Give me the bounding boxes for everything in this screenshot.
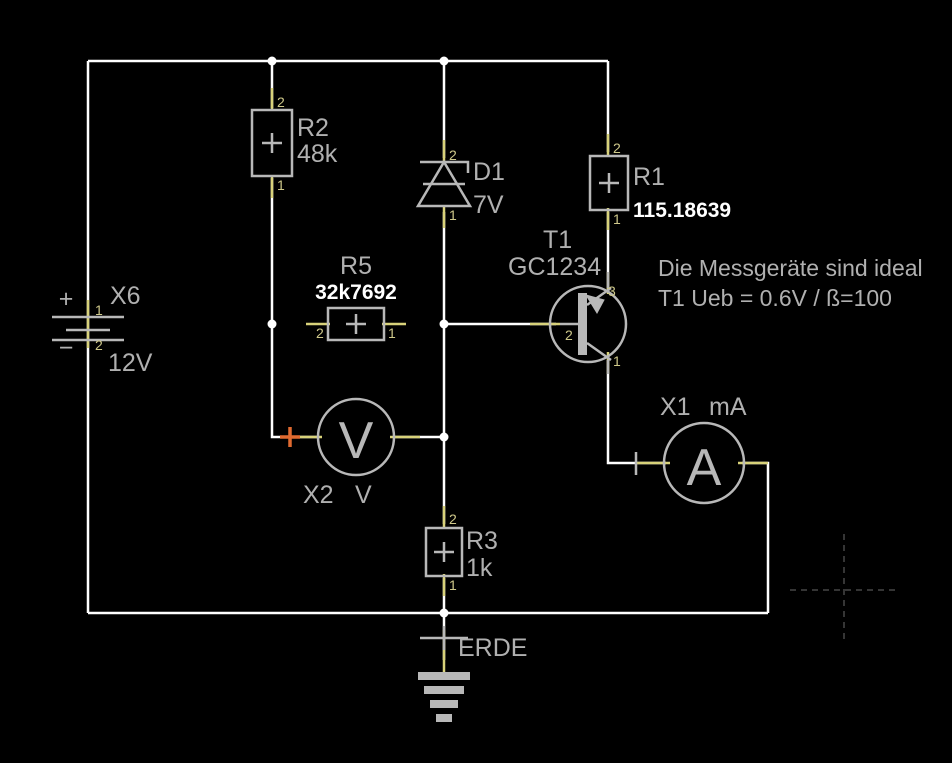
junction-dot — [439, 432, 449, 442]
junction-dot — [439, 319, 449, 329]
resistor-body[interactable] — [588, 154, 630, 212]
component-ref-r5: R5 — [340, 252, 372, 280]
component-earth-ground[interactable]: ERDE — [418, 626, 527, 722]
component-ref-d1: D1 — [473, 158, 505, 186]
component-r3-resistor[interactable]: 2 1 R3 1k — [424, 511, 498, 593]
pin-number: 2 — [277, 94, 285, 110]
component-x1-ammeter[interactable]: A X1 mA — [634, 393, 747, 505]
pin-number: 1 — [613, 211, 621, 227]
component-unit-x1: mA — [709, 393, 747, 421]
ground-bar-1 — [418, 672, 470, 680]
transistor-arrow — [584, 294, 605, 315]
component-ref-x1: X1 — [660, 393, 691, 421]
junction-dots — [267, 56, 449, 618]
ground-bar-3 — [430, 700, 458, 708]
component-value-t1: GC1234 — [508, 253, 601, 281]
pin-number: 2 — [613, 140, 621, 156]
ground-bar-4 — [436, 714, 452, 722]
component-t1-transistor[interactable]: 3 2 1 T1 GC1234 — [508, 226, 628, 374]
component-r1-resistor[interactable]: 2 1 R1 115.18639 — [588, 140, 731, 227]
component-value-r2: 48k — [297, 140, 338, 168]
wire-emitter-to-ammeter[interactable] — [606, 360, 666, 465]
annotation-line-1: Die Messgeräte sind ideal — [658, 255, 923, 281]
resistor-body[interactable] — [424, 526, 464, 578]
resistor-body[interactable] — [326, 306, 386, 342]
annotation-block[interactable]: Die Messgeräte sind ideal T1 Ueb = 0.6V … — [658, 255, 923, 311]
component-x2-voltmeter[interactable]: V X2 V — [280, 397, 396, 509]
component-ref-t1: T1 — [543, 226, 572, 254]
pin-number: 2 — [316, 325, 324, 341]
pin-number: 1 — [613, 353, 621, 369]
component-ref-x6: X6 — [110, 282, 141, 310]
pin-number: 2 — [565, 327, 573, 343]
component-value-d1: 7V — [473, 191, 504, 219]
component-value-r5[interactable]: 32k7692 — [315, 281, 397, 304]
ammeter-glyph: A — [687, 439, 722, 497]
component-ref-r2: R2 — [297, 114, 329, 142]
component-ref-r1: R1 — [633, 163, 665, 191]
ammeter-circle[interactable] — [662, 421, 746, 505]
ground-bar-2 — [424, 686, 464, 694]
component-ref-x2: X2 — [303, 481, 334, 509]
pin-number: 2 — [95, 337, 103, 353]
transistor-base-bar — [578, 293, 587, 355]
crosshair-cursor-icon — [790, 534, 898, 644]
component-x6-battery[interactable]: + − 1 2 X6 12V — [52, 282, 153, 377]
resistor-body[interactable] — [250, 108, 294, 178]
annotation-line-2: T1 Ueb = 0.6V / ß=100 — [658, 285, 892, 311]
pin-number: 1 — [449, 207, 457, 223]
component-value-r3: 1k — [466, 554, 493, 582]
component-ref-r3: R3 — [466, 527, 498, 555]
pin-number: 2 — [449, 511, 457, 527]
pin-number: 3 — [608, 283, 616, 299]
component-ref-gnd: ERDE — [458, 634, 527, 662]
wire-ammeter-to-rail[interactable] — [742, 461, 770, 613]
transistor-emitter-lead — [586, 341, 612, 362]
zener-cathode-bar — [420, 160, 470, 173]
wire-voltmeter-left[interactable] — [270, 324, 318, 439]
component-r2-resistor[interactable]: 2 1 R2 48k — [250, 94, 338, 193]
plus-marker-icon — [280, 427, 300, 447]
pin-number: 2 — [449, 147, 457, 163]
pin-number: 1 — [449, 577, 457, 593]
voltmeter-circle[interactable] — [316, 397, 396, 477]
component-r5-resistor[interactable]: 2 1 R5 32k7692 — [315, 252, 397, 342]
pin-number: 1 — [277, 177, 285, 193]
pin-number: 1 — [388, 325, 396, 341]
battery-minus-sign: − — [59, 334, 74, 362]
pin-number: 1 — [95, 302, 103, 318]
junction-dot — [439, 608, 449, 618]
voltmeter-glyph: V — [339, 412, 374, 470]
transistor-envelope[interactable] — [548, 284, 628, 364]
pin-leads — [86, 88, 768, 676]
battery-plus-sign: + — [59, 285, 74, 313]
wire-network — [86, 59, 770, 660]
component-d1-zener[interactable]: 2 1 D1 7V — [415, 147, 505, 223]
junction-dot — [267, 56, 277, 66]
junction-dot — [267, 319, 277, 329]
component-unit-x2: V — [355, 481, 372, 509]
junction-dot — [439, 56, 449, 66]
component-value-r1[interactable]: 115.18639 — [633, 199, 731, 222]
component-value-x6: 12V — [108, 349, 153, 377]
